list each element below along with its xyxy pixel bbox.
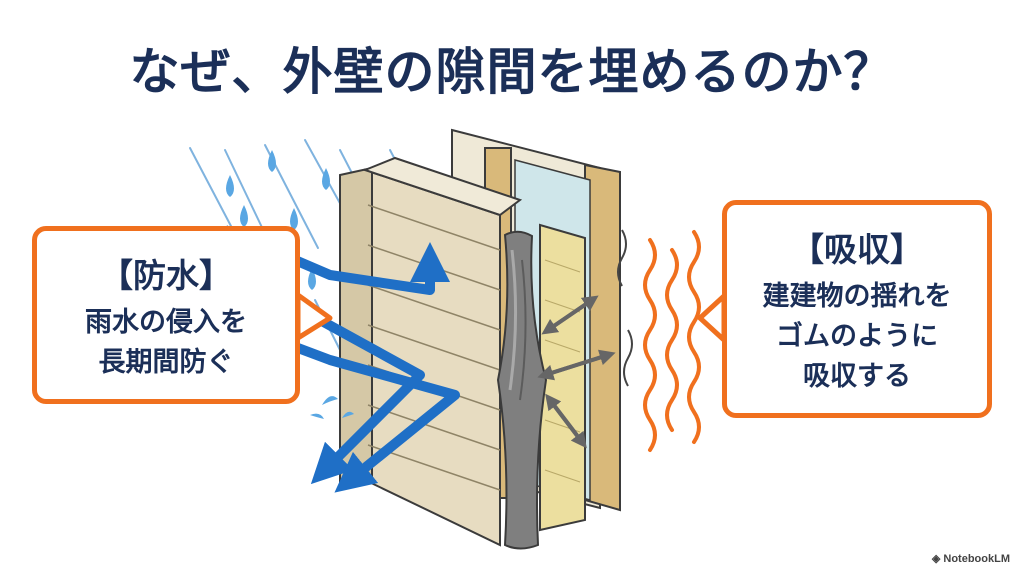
- right-callout-pointer: [697, 293, 727, 343]
- arrow-icon: [537, 295, 616, 449]
- waterproof-line-1: 雨水の侵入を: [85, 307, 247, 338]
- waterproof-line-2: 長期間防ぐ: [98, 347, 234, 378]
- left-callout-pointer: [295, 292, 333, 341]
- waterproof-callout: 【防水】 雨水の侵入を 長期間防ぐ: [32, 226, 300, 404]
- absorb-line-2: ゴムのように: [776, 321, 938, 352]
- wall-vibration-lines: [617, 229, 633, 387]
- vibration-wave-icon: [643, 230, 701, 452]
- watermark-text: NotebookLM: [943, 553, 1010, 565]
- watermark: ◈ NotebookLM: [932, 552, 1010, 565]
- waterproof-heading: 【防水】: [100, 256, 232, 295]
- absorb-callout: 【吸収】 建建物の揺れを ゴムのように 吸収する: [722, 200, 992, 418]
- sealant-bead: [496, 230, 548, 550]
- absorb-heading: 【吸収】: [791, 230, 923, 269]
- siding-panels: [339, 156, 523, 547]
- notebooklm-logo-icon: ◈: [931, 553, 944, 565]
- absorb-line-1: 建建物の揺れを: [762, 281, 952, 312]
- splash: [310, 396, 354, 419]
- absorb-line-3: 吸収する: [803, 361, 911, 392]
- page-title: なぜ、外壁の隙間を埋めるのか？: [129, 43, 895, 101]
